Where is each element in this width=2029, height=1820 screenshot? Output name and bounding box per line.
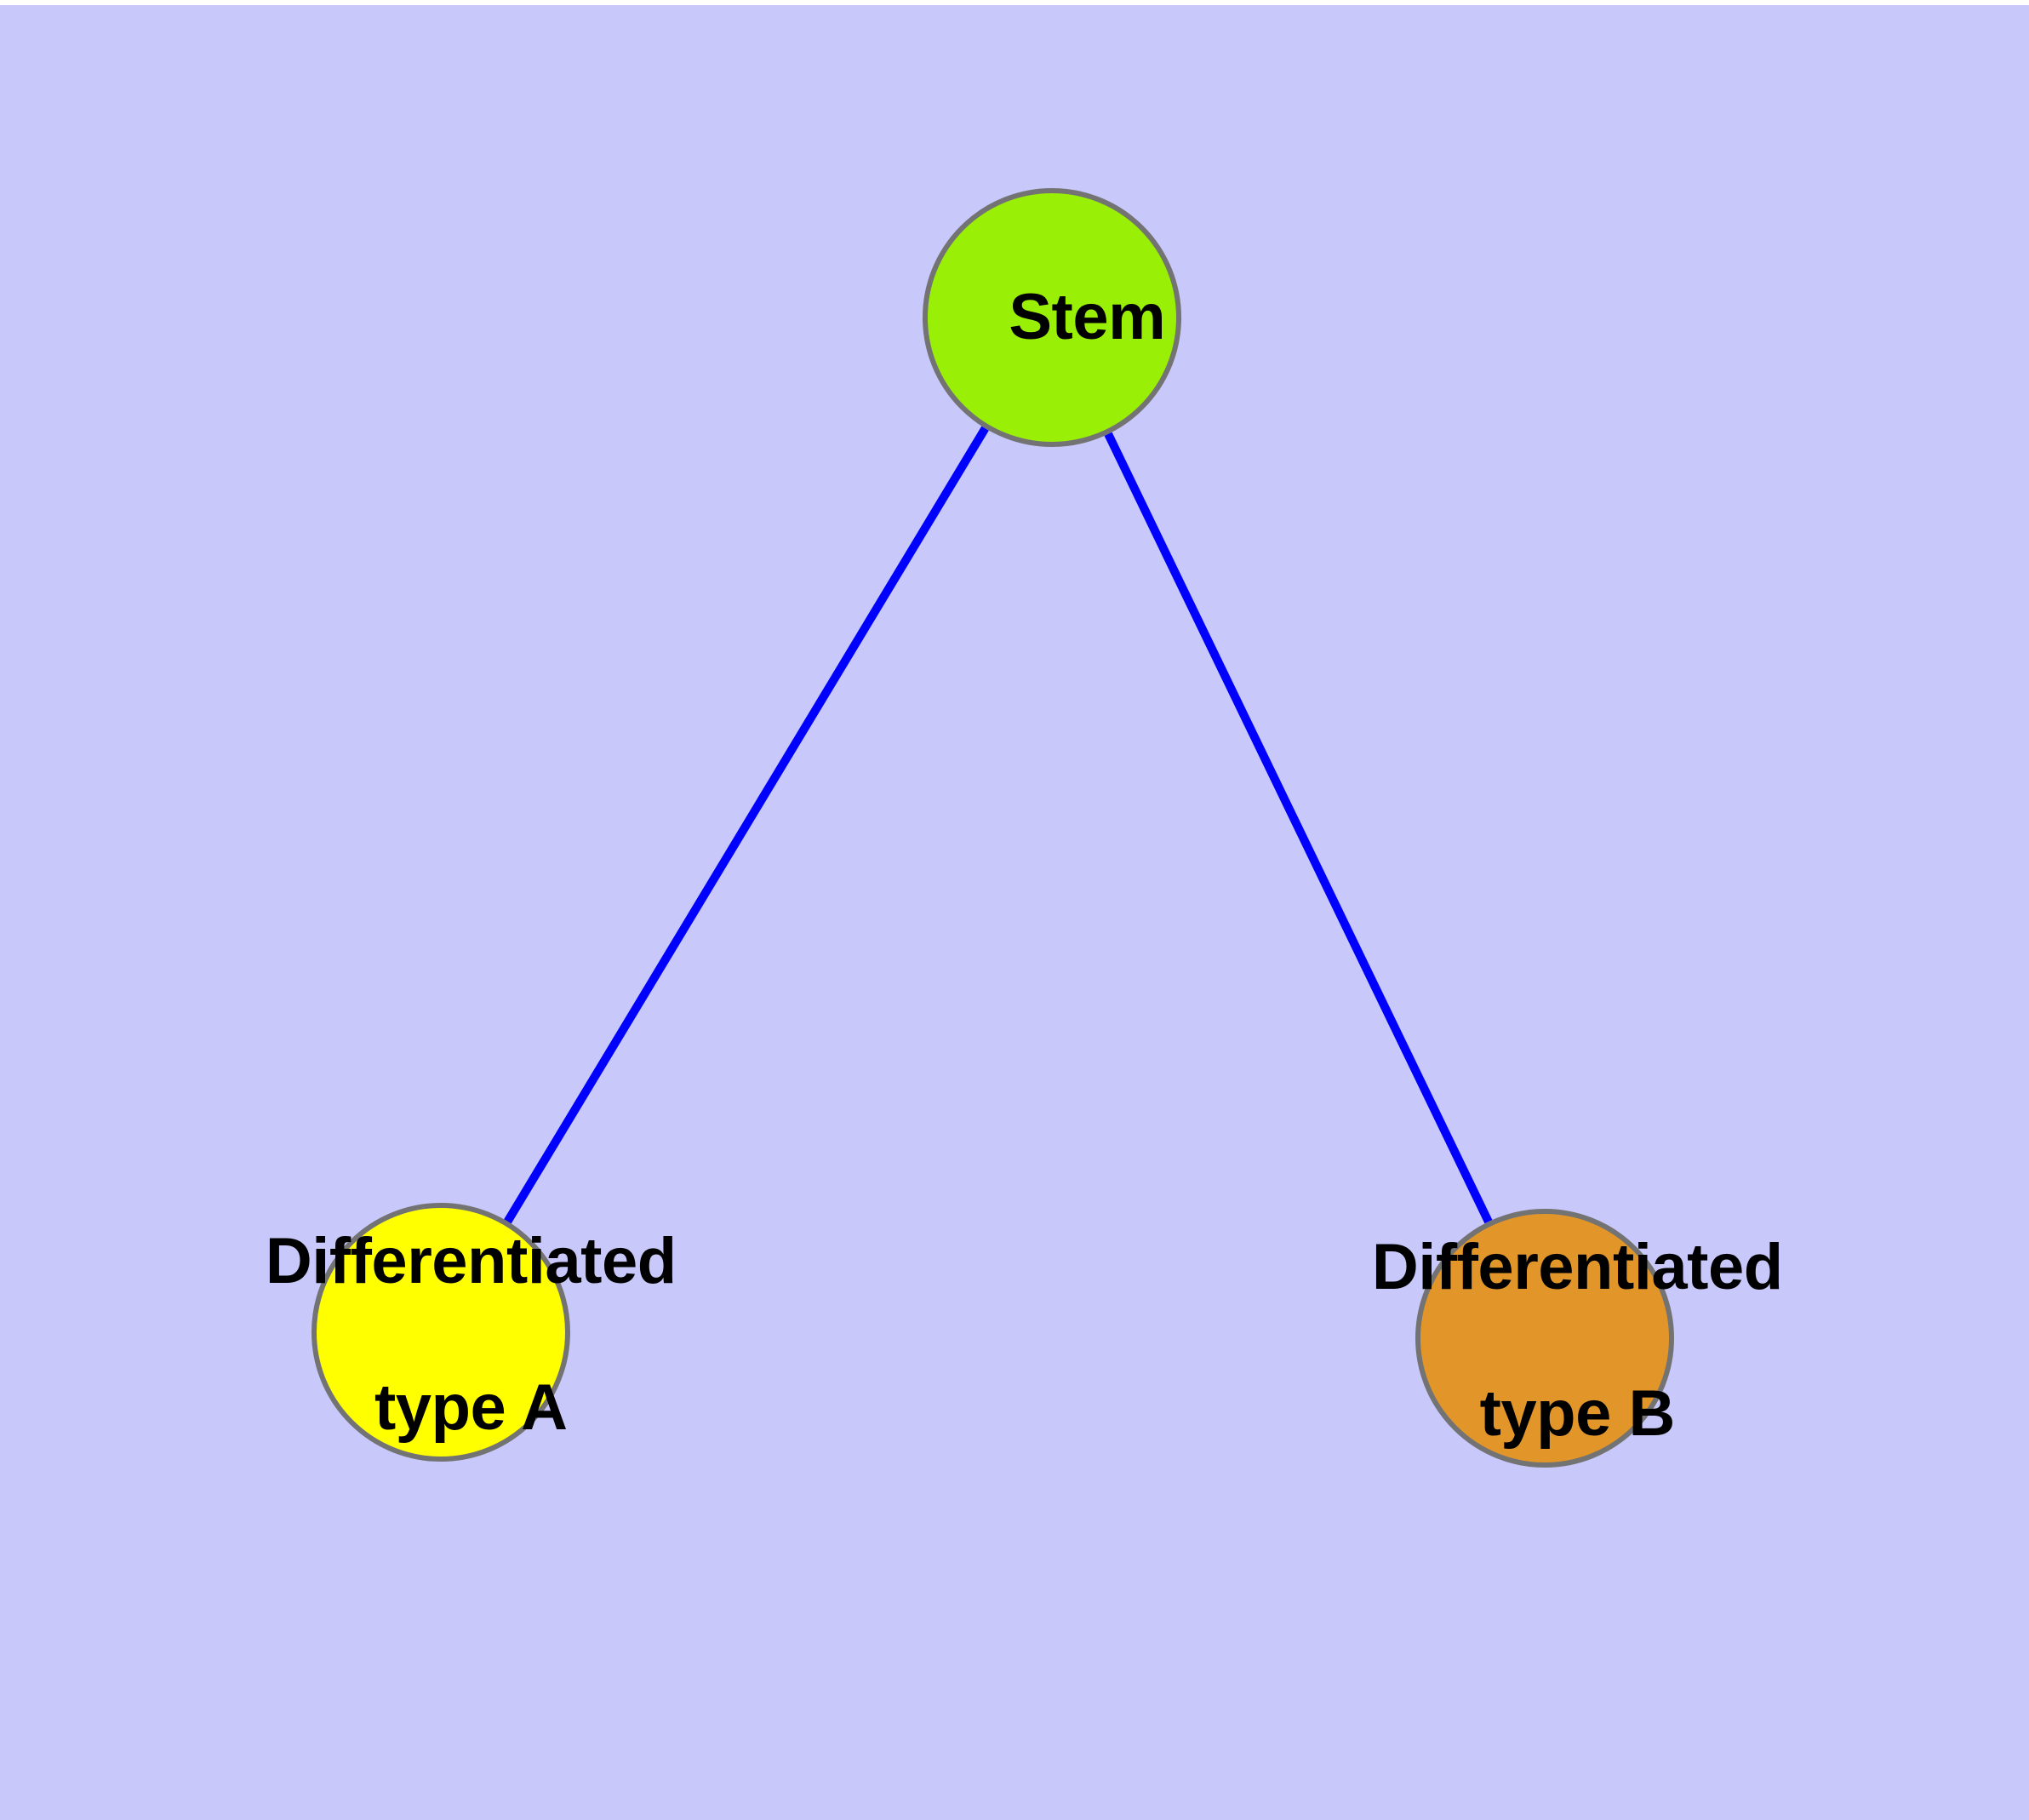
node-differentiated-type-b[interactable]	[1415, 1209, 1674, 1468]
node-differentiated-type-a[interactable]	[311, 1203, 570, 1462]
edge-stem-to-differentiated-b	[1104, 432, 1493, 1224]
node-stem[interactable]	[923, 188, 1181, 447]
edge-stem-to-differentiated-a	[504, 426, 989, 1224]
figure-top-margin	[0, 0, 2029, 5]
